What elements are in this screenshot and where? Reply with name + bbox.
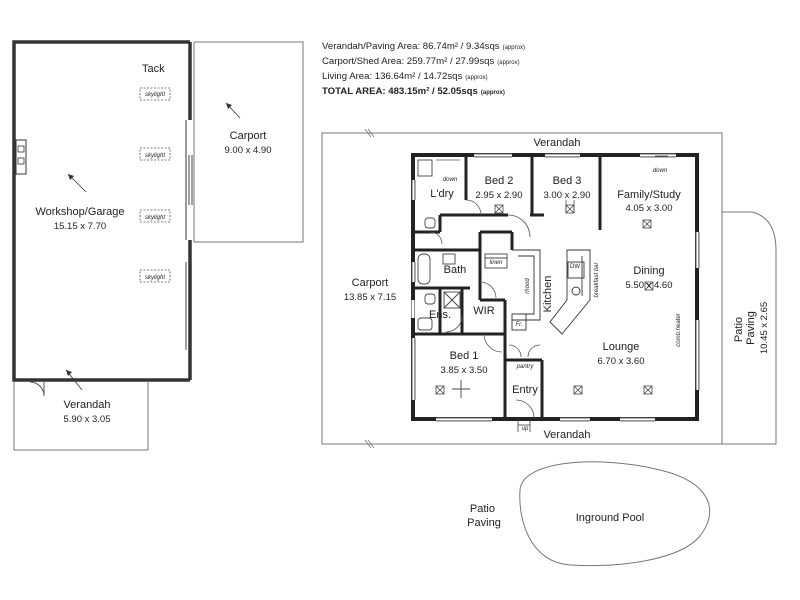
dining-dims: 5.50 x 4.60 <box>625 280 672 291</box>
door-swings <box>429 159 575 419</box>
kitchen-bench <box>511 249 591 335</box>
carport-shed-area-row: Carport/Shed Area: 259.77m² / 27.99sqs(a… <box>322 55 525 70</box>
exterior-windows <box>411 153 699 421</box>
bed1-dims: 3.85 x 3.50 <box>440 365 487 376</box>
heater-label: comb.heater <box>676 312 682 346</box>
laundry-label: L'dry <box>430 188 454 200</box>
patio-paving-line: Patio <box>470 503 495 515</box>
patio-side-name: Patio Paving <box>733 311 757 345</box>
skylight-label: skylight <box>145 153 165 159</box>
shed-outline <box>12 40 192 382</box>
shed-verandah-name: Verandah <box>63 399 110 411</box>
wet-area-fittings <box>417 159 508 331</box>
skylight-label: skylight <box>145 275 165 281</box>
lounge-dims: 6.70 x 3.60 <box>597 356 644 367</box>
wir-label: WIR <box>473 305 494 317</box>
lounge-name: Lounge <box>603 341 640 353</box>
bed3-dims: 3.00 x 2.90 <box>543 190 590 201</box>
ceiling-light-icon <box>643 385 653 395</box>
workshop-name: Workshop/Garage <box>35 206 124 218</box>
skylights <box>139 87 171 283</box>
area-summary: Verandah/Paving Area: 86.74m² / 9.34sqs(… <box>322 40 525 100</box>
house-carport-dims: 13.85 x 7.15 <box>344 292 396 303</box>
carport-shed-area-text: Carport/Shed Area: 259.77m² / 27.99sqs <box>322 56 495 67</box>
fridge-label: Fr. <box>515 322 522 328</box>
verandah-top-label: Verandah <box>533 137 580 149</box>
total-area-row: TOTAL AREA: 483.15m² / 52.05sqs(approx) <box>322 85 525 100</box>
linen-label: linen <box>490 260 503 266</box>
ceiling-light-icon <box>435 385 445 395</box>
bath-label: Bath <box>444 264 467 276</box>
bed1-name: Bed 1 <box>450 350 479 362</box>
ceiling-light-icon <box>494 204 504 214</box>
patio-side-line: Patio <box>733 317 745 342</box>
approx-note: (approx) <box>465 75 488 81</box>
dishwasher-label: DW <box>570 264 580 270</box>
interior-walls <box>413 155 602 419</box>
verandah-bottom-label: Verandah <box>543 429 590 441</box>
patio-side-line: Paving <box>745 311 757 345</box>
workshop-pointer-head <box>68 174 74 180</box>
ceiling-light-icon <box>573 385 583 395</box>
tack-label: Tack <box>142 63 165 75</box>
shed-verandah-outline <box>13 381 149 451</box>
pool-outline <box>519 461 710 567</box>
approx-note: (approx) <box>480 90 505 96</box>
exterior-window-lines <box>411 153 700 422</box>
kitchen-label: Kitchen <box>542 276 554 313</box>
family-name: Family/Study <box>617 189 681 201</box>
laundry-down-label: down <box>443 177 458 183</box>
entry-up-label: up <box>522 426 529 432</box>
verandah-break-marks <box>364 128 375 449</box>
total-area-text: TOTAL AREA: 483.15m² / 52.05sqs <box>322 86 478 97</box>
steps <box>517 155 668 432</box>
living-area-text: Living Area: 136.64m² / 14.72sqs <box>322 71 463 82</box>
shed-carport-name: Carport <box>230 130 267 142</box>
pantry-label: pantry <box>516 364 535 370</box>
verandah-outline <box>321 132 777 445</box>
verandah-area-text: Verandah/Paving Area: 86.74m² / 9.34sqs <box>322 41 500 52</box>
ceiling-light-icon <box>642 219 652 229</box>
house-carport-name: Carport <box>352 277 389 289</box>
shed-verandah-dims: 5.90 x 3.05 <box>63 414 110 425</box>
pool-label: Inground Pool <box>576 512 645 524</box>
patio-paving-label: Patio Paving <box>467 503 501 529</box>
bed2-dims: 2.95 x 2.90 <box>475 190 522 201</box>
approx-note: (approx) <box>502 45 525 51</box>
bed2-name: Bed 2 <box>485 175 514 187</box>
bed3-name: Bed 3 <box>553 175 582 187</box>
rangehood-label: rhood <box>525 278 531 294</box>
approx-note: (approx) <box>497 60 520 66</box>
breakfast-bar-label: breakfast bar <box>594 261 600 297</box>
carport-pointer-head <box>226 103 232 109</box>
workshop-dims: 15.15 x 7.70 <box>54 221 106 232</box>
verandah-pointer-head <box>66 370 72 376</box>
ceiling-fan-icon <box>452 380 470 398</box>
verandah-area-row: Verandah/Paving Area: 86.74m² / 9.34sqs(… <box>322 40 525 55</box>
ensuite-label: Ens. <box>429 309 451 321</box>
patio-paving-line: Paving <box>467 517 501 529</box>
shed-carport-dims: 9.00 x 4.90 <box>224 145 271 156</box>
ceiling-light-icon <box>565 204 575 214</box>
family-down-label: down <box>653 168 668 174</box>
skylight-label: skylight <box>145 92 165 98</box>
skylight-label: skylight <box>145 215 165 221</box>
shed-side-openings <box>185 155 193 350</box>
patio-side-dims: 10.45 x 2.65 <box>759 302 770 354</box>
family-dims: 4.05 x 3.00 <box>625 203 672 214</box>
entry-label: Entry <box>512 384 538 396</box>
shed-carport-outline <box>193 41 304 243</box>
living-area-row: Living Area: 136.64m² / 14.72sqs(approx) <box>322 70 525 85</box>
dining-name: Dining <box>633 265 664 277</box>
